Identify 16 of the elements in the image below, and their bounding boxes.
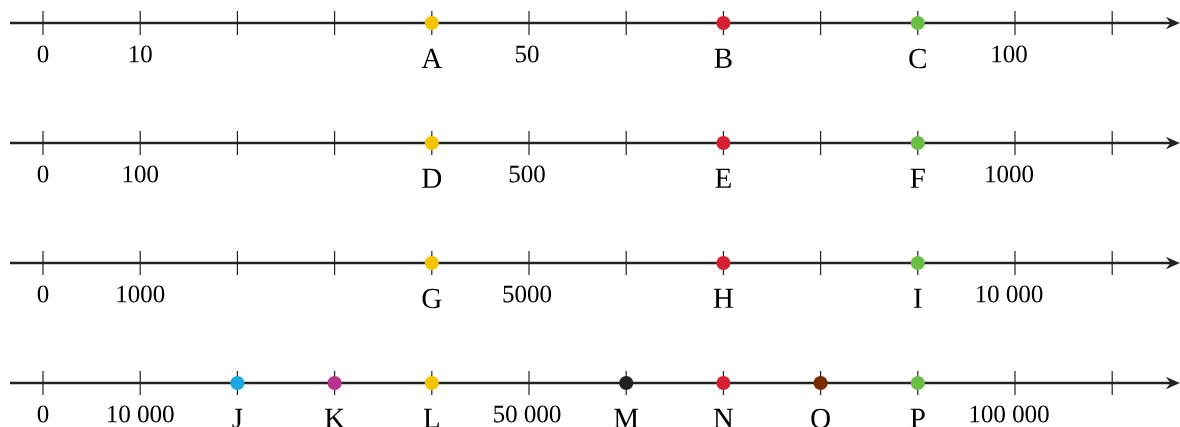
tick-label: 50 000	[494, 405, 561, 423]
tick-label: 100 000	[970, 405, 1049, 423]
tick-label: 10 000	[108, 405, 174, 423]
tick-label: 0	[37, 165, 49, 183]
tick-label: 50	[515, 45, 539, 63]
tick-label: 100	[123, 165, 158, 183]
tick-label: 0	[37, 45, 49, 63]
tick-label: 1000	[986, 165, 1034, 183]
tick-label: 10	[129, 45, 152, 63]
tick-label: 5000	[503, 285, 552, 303]
tick-label: 0	[37, 405, 49, 423]
tick-label: 500	[509, 165, 545, 183]
tick-label: 0	[37, 285, 49, 303]
tick-label: 1000	[117, 285, 165, 303]
tick-label: 10 000	[976, 285, 1043, 303]
tick-label: 100	[992, 45, 1027, 63]
